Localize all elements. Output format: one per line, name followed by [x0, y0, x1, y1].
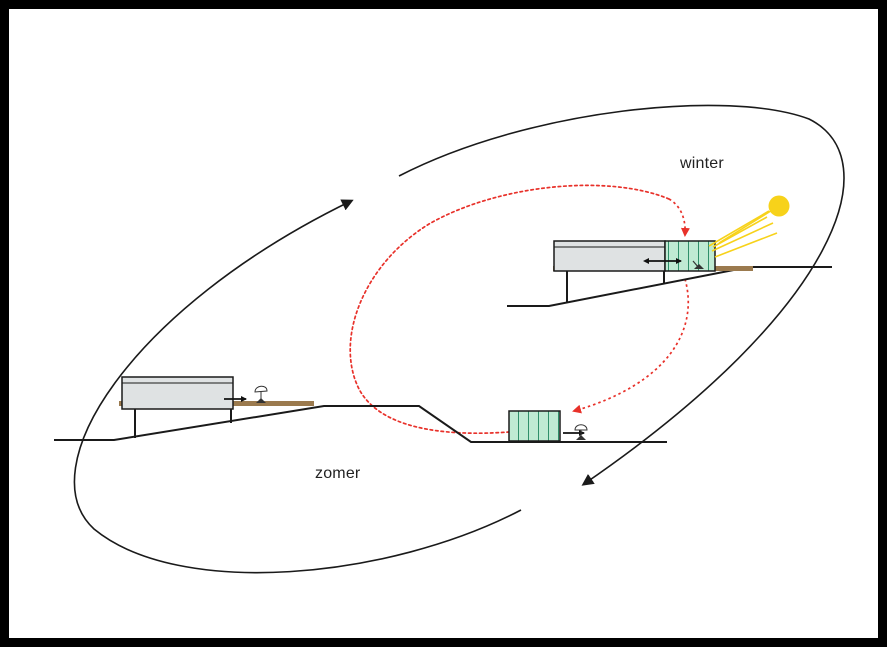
summer-greenhouse-body [508, 410, 561, 442]
summer-ground-line [54, 405, 667, 443]
plant-icon [254, 385, 268, 403]
summer-terrain [54, 405, 667, 443]
outer-cycle-arc-lower [73, 199, 522, 574]
summer-house [119, 376, 314, 438]
plant-icon [692, 260, 704, 269]
season-label-zomer: zomer [315, 465, 361, 482]
outer-cycle-arc-upper [398, 104, 845, 486]
season-label-winter: winter [680, 155, 724, 172]
heat-cycle-arrow-to-winter [668, 198, 690, 237]
heat-cycle-arc-top [349, 184, 670, 435]
winter-house [553, 240, 753, 302]
seasonal-cycle-diagram [54, 104, 845, 574]
plant-icon [574, 424, 588, 440]
diagram-canvas: winter zomer [9, 9, 878, 638]
heat-cycle-arc-right [572, 278, 690, 414]
summer-house-body [121, 376, 234, 410]
outer-cycle [73, 104, 845, 574]
winter-greenhouse-body [664, 240, 716, 272]
winter-house-body [553, 240, 666, 272]
heat-transfer-cycle [349, 184, 690, 435]
winter-ground-line [507, 266, 832, 307]
winter-terrain [507, 266, 832, 307]
sun-icon [708, 195, 790, 258]
summer-greenhouse [508, 410, 588, 442]
